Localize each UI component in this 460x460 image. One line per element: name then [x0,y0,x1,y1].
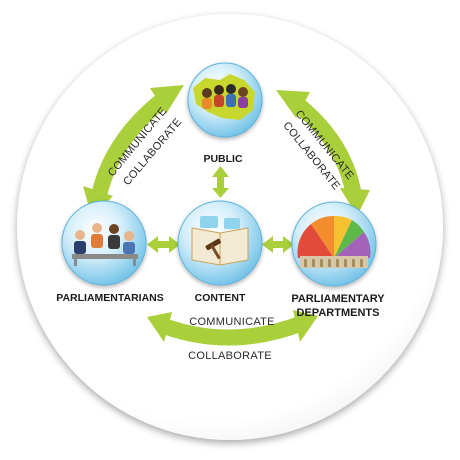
bottom-arrow-label-1: COMMUNICATE [189,316,275,328]
arrow-content-public [212,166,229,198]
parliamentarians-node [61,200,147,286]
arrow-bottom-communicate-collaborate [147,310,318,346]
departments-label-line2: DEPARTMENTS [297,307,380,319]
book-with-gavel-icon [191,216,249,266]
departments-label-line1: PARLIAMENTARY [291,293,385,305]
departments-node [291,201,377,287]
parliament-building-chart-icon [297,215,371,268]
parliamentarians-bubble [61,200,147,286]
parliamentarians-label: PARLIAMENTARIANS [56,292,164,304]
arrow-content-departments [262,236,294,253]
content-node [177,200,263,286]
bottom-arrow-label-2: COLLABORATE [188,350,272,362]
public-node [187,62,263,138]
public-label: PUBLIC [203,153,243,165]
arrow-right-communicate-collaborate [276,90,370,216]
arrow-content-parliamentarians [147,236,180,253]
people-at-desk-icon [72,223,138,266]
content-label: CONTENT [195,292,246,304]
people-over-australia-map-icon [193,74,255,120]
